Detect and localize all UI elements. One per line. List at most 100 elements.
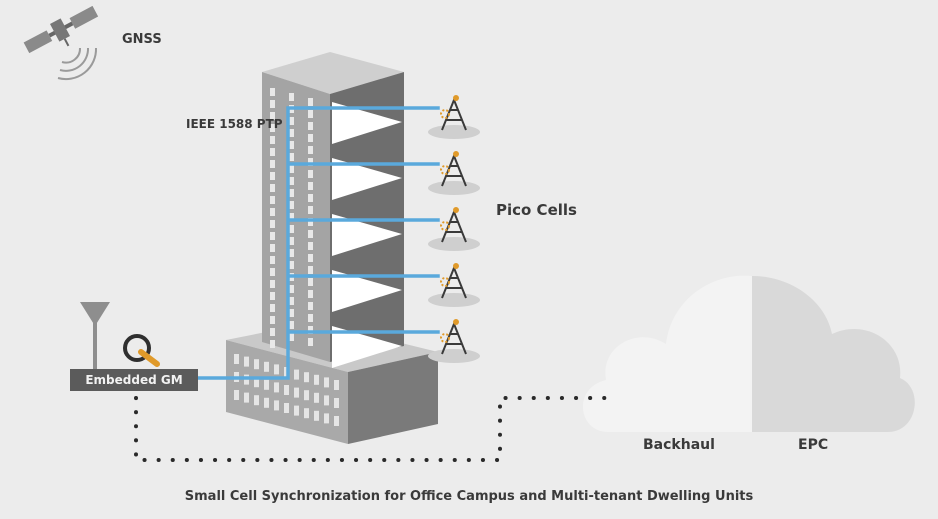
dotted-connection xyxy=(134,396,614,462)
window xyxy=(270,316,275,324)
window xyxy=(270,232,275,240)
window xyxy=(308,302,313,310)
window xyxy=(308,278,313,286)
window xyxy=(234,390,239,400)
window xyxy=(270,328,275,336)
window xyxy=(270,124,275,132)
window xyxy=(289,129,294,137)
window xyxy=(334,398,339,408)
window xyxy=(289,201,294,209)
window xyxy=(289,213,294,221)
window xyxy=(308,290,313,298)
window xyxy=(274,382,279,393)
window xyxy=(289,141,294,149)
window xyxy=(270,88,275,96)
floor-wedges xyxy=(332,102,402,368)
window xyxy=(270,340,275,348)
diagram-caption: Small Cell Synchronization for Office Ca… xyxy=(184,489,754,504)
window xyxy=(289,321,294,329)
window xyxy=(270,184,275,192)
window xyxy=(270,196,275,204)
window xyxy=(289,261,294,269)
window xyxy=(314,410,319,421)
window xyxy=(270,148,275,156)
window xyxy=(244,356,249,367)
window xyxy=(274,364,279,375)
window xyxy=(308,326,313,334)
window xyxy=(308,194,313,202)
window xyxy=(270,280,275,288)
window xyxy=(334,416,339,426)
window xyxy=(304,408,309,419)
cell-tower-icon xyxy=(428,263,480,307)
window xyxy=(289,189,294,197)
window xyxy=(289,117,294,125)
window xyxy=(289,225,294,233)
window xyxy=(324,395,329,406)
epc-label: EPC xyxy=(798,437,829,453)
window xyxy=(270,160,275,168)
floor-wedge xyxy=(332,158,402,200)
window xyxy=(289,297,294,305)
satellite-icon xyxy=(23,5,99,54)
window xyxy=(289,165,294,173)
window xyxy=(308,314,313,322)
signal-waves-icon xyxy=(57,47,98,81)
window xyxy=(264,379,269,390)
floor-wedge xyxy=(332,214,402,256)
window xyxy=(308,134,313,142)
antenna-icon xyxy=(80,302,110,370)
window xyxy=(334,380,339,390)
window xyxy=(308,170,313,178)
window xyxy=(308,218,313,226)
backhaul-label: Backhaul xyxy=(643,437,715,453)
window xyxy=(270,304,275,312)
window xyxy=(270,112,275,120)
window xyxy=(270,244,275,252)
ptp-link-lines xyxy=(194,106,440,380)
window xyxy=(289,285,294,293)
window xyxy=(308,242,313,250)
window xyxy=(274,400,279,411)
ptp-link xyxy=(194,106,440,380)
grandmaster-logo-icon xyxy=(123,334,160,367)
window xyxy=(308,146,313,154)
window xyxy=(234,354,239,364)
window xyxy=(308,98,313,106)
window xyxy=(254,395,259,406)
window xyxy=(270,292,275,300)
window xyxy=(270,100,275,108)
window xyxy=(254,359,259,370)
window xyxy=(308,206,313,214)
window xyxy=(308,122,313,130)
window xyxy=(308,266,313,274)
pico-cells-label: Pico Cells xyxy=(496,201,577,219)
window xyxy=(294,369,299,380)
window xyxy=(289,177,294,185)
window xyxy=(308,158,313,166)
pico-cell-towers xyxy=(428,95,480,363)
window xyxy=(324,413,329,424)
cell-tower-icon xyxy=(428,151,480,195)
window xyxy=(270,136,275,144)
cloud-icon xyxy=(582,275,915,432)
floor-wedge xyxy=(332,270,402,312)
window xyxy=(289,93,294,101)
cell-tower-icon xyxy=(428,207,480,251)
window xyxy=(308,254,313,262)
building-tower xyxy=(262,52,404,362)
window xyxy=(304,372,309,383)
window xyxy=(308,110,313,118)
window xyxy=(324,377,329,388)
cell-tower-icon xyxy=(428,319,480,363)
cell-tower-icon xyxy=(428,95,480,139)
window xyxy=(289,309,294,317)
gnss-label: GNSS xyxy=(122,32,162,47)
window xyxy=(270,220,275,228)
window xyxy=(308,338,313,346)
tower-windows xyxy=(270,88,313,348)
window xyxy=(314,374,319,385)
window xyxy=(294,387,299,398)
